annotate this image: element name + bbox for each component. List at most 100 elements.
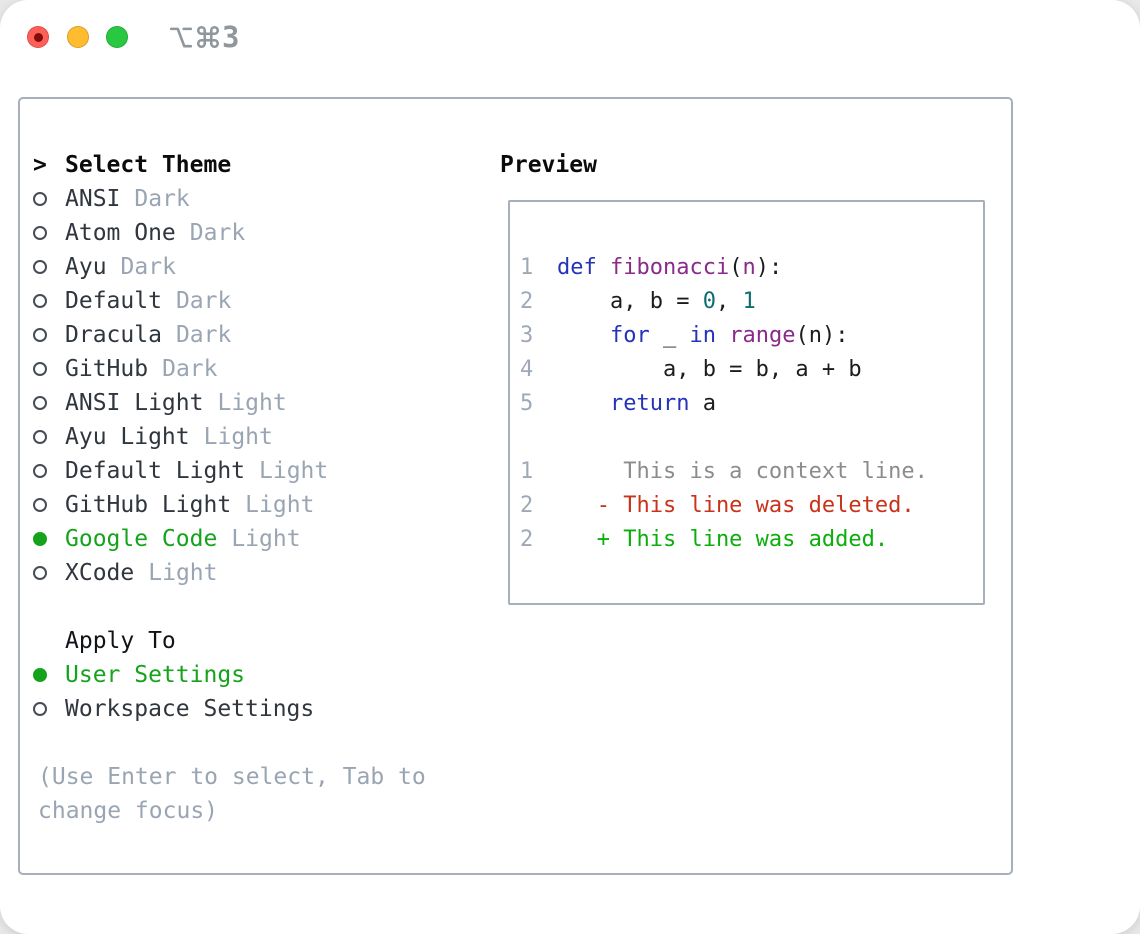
line-number: 4 (520, 356, 534, 382)
theme-name: Ayu Light (65, 424, 190, 450)
spacer-row (20, 590, 500, 624)
theme-name: Atom One (65, 220, 176, 246)
theme-variant: Dark (175, 288, 232, 314)
theme-option[interactable]: Default Dark (20, 284, 500, 318)
theme-option[interactable]: Atom One Dark (20, 216, 500, 250)
code-line: 3 for _ in range(n): (520, 318, 983, 352)
theme-variant: Dark (134, 186, 190, 212)
apply-option-label: Workspace Settings (65, 696, 315, 722)
diff-deleted-line: 2 - This line was deleted. (520, 488, 983, 522)
theme-variant: Light (245, 492, 315, 518)
shortcut-digit: 3 (222, 20, 240, 54)
theme-name: ANSI Light (65, 390, 204, 416)
apply-option-label: User Settings (65, 662, 246, 688)
radio-icon (31, 226, 65, 240)
line-content: This is a context line. (557, 458, 928, 484)
help-line-1: (Use Enter to select, Tab to (38, 764, 426, 790)
radio-icon (31, 294, 65, 308)
line-number: 5 (520, 390, 534, 416)
theme-name: Google Code (65, 526, 218, 552)
theme-name: GitHub Light (65, 492, 232, 518)
line-content: return a (609, 390, 716, 416)
theme-option[interactable]: ANSI Light Light (20, 386, 500, 420)
line-number: 2 (520, 526, 534, 552)
select-theme-header: > Select Theme (20, 148, 500, 182)
line-number: 1 (520, 254, 534, 280)
line-content: a, b = 0, 1 (557, 288, 756, 314)
line-content: a, b = b, a + b (557, 356, 862, 382)
zoom-button[interactable] (106, 26, 128, 48)
theme-variant: Light (217, 390, 287, 416)
theme-option[interactable]: Ayu Dark (20, 250, 500, 284)
theme-option[interactable]: GitHub Light Light (20, 488, 500, 522)
radio-selected-icon (31, 668, 65, 682)
line-content: for _ in range(n): (609, 322, 849, 348)
radio-icon (31, 362, 65, 376)
close-button[interactable] (27, 26, 49, 48)
theme-name: ANSI (65, 186, 121, 212)
theme-name: Ayu (65, 254, 107, 280)
theme-option[interactable]: ANSI Dark (20, 182, 500, 216)
theme-name: Default (65, 288, 162, 314)
theme-option[interactable]: Dracula Dark (20, 318, 500, 352)
code-line: 1 def fibonacci(n): (520, 250, 983, 284)
apply-option[interactable]: User Settings (20, 658, 500, 692)
radio-icon (31, 702, 65, 716)
option-icon (168, 24, 194, 50)
minimize-button[interactable] (67, 26, 89, 48)
theme-option[interactable]: Default Light Light (20, 454, 500, 488)
radio-icon (31, 430, 65, 444)
help-text: (Use Enter to select, Tab to change focu… (20, 760, 500, 828)
radio-icon (31, 328, 65, 342)
radio-icon (31, 566, 65, 580)
apply-to-header-row: Apply To (20, 624, 500, 658)
command-icon (195, 24, 221, 50)
radio-icon (31, 396, 65, 410)
code-line: 5 return a (520, 386, 983, 420)
line-content: def fibonacci(n): (557, 254, 783, 280)
theme-variant: Light (259, 458, 329, 484)
apply-option[interactable]: Workspace Settings (20, 692, 500, 726)
preview-title: Preview (500, 152, 597, 178)
select-theme-label: Select Theme (65, 152, 232, 178)
line-number: 2 (520, 492, 534, 518)
radio-selected-icon (31, 532, 65, 546)
window-title-shortcut: 3 (168, 21, 239, 53)
line-content: - This line was deleted. (557, 492, 915, 518)
code-line: 4 a, b = b, a + b (520, 352, 983, 386)
radio-icon (31, 260, 65, 274)
blank-line (520, 420, 983, 454)
radio-icon (31, 192, 65, 206)
theme-name: GitHub (65, 356, 149, 382)
spacer-row (20, 726, 500, 760)
diff-added-line: 2 + This line was added. (520, 522, 983, 556)
line-number: 2 (520, 288, 534, 314)
theme-option[interactable]: GitHub Dark (20, 352, 500, 386)
code-line: 2 a, b = 0, 1 (520, 284, 983, 318)
theme-name: Dracula (65, 322, 162, 348)
line-content: + This line was added. (557, 526, 889, 552)
theme-option[interactable]: Ayu Light Light (20, 420, 500, 454)
theme-name: Default Light (65, 458, 246, 484)
theme-variant: Light (203, 424, 273, 450)
help-line-2: change focus) (38, 798, 219, 824)
theme-name: XCode (65, 560, 135, 586)
apply-to-header: Apply To (65, 628, 176, 654)
selection-cursor: > (33, 152, 47, 178)
theme-variant: Dark (175, 322, 232, 348)
radio-icon (31, 464, 65, 478)
radio-icon (31, 498, 65, 512)
diff-context-line: 1 This is a context line. (520, 454, 983, 488)
theme-variant: Dark (162, 356, 218, 382)
theme-variant: Dark (120, 254, 176, 280)
theme-variant: Dark (189, 220, 246, 246)
